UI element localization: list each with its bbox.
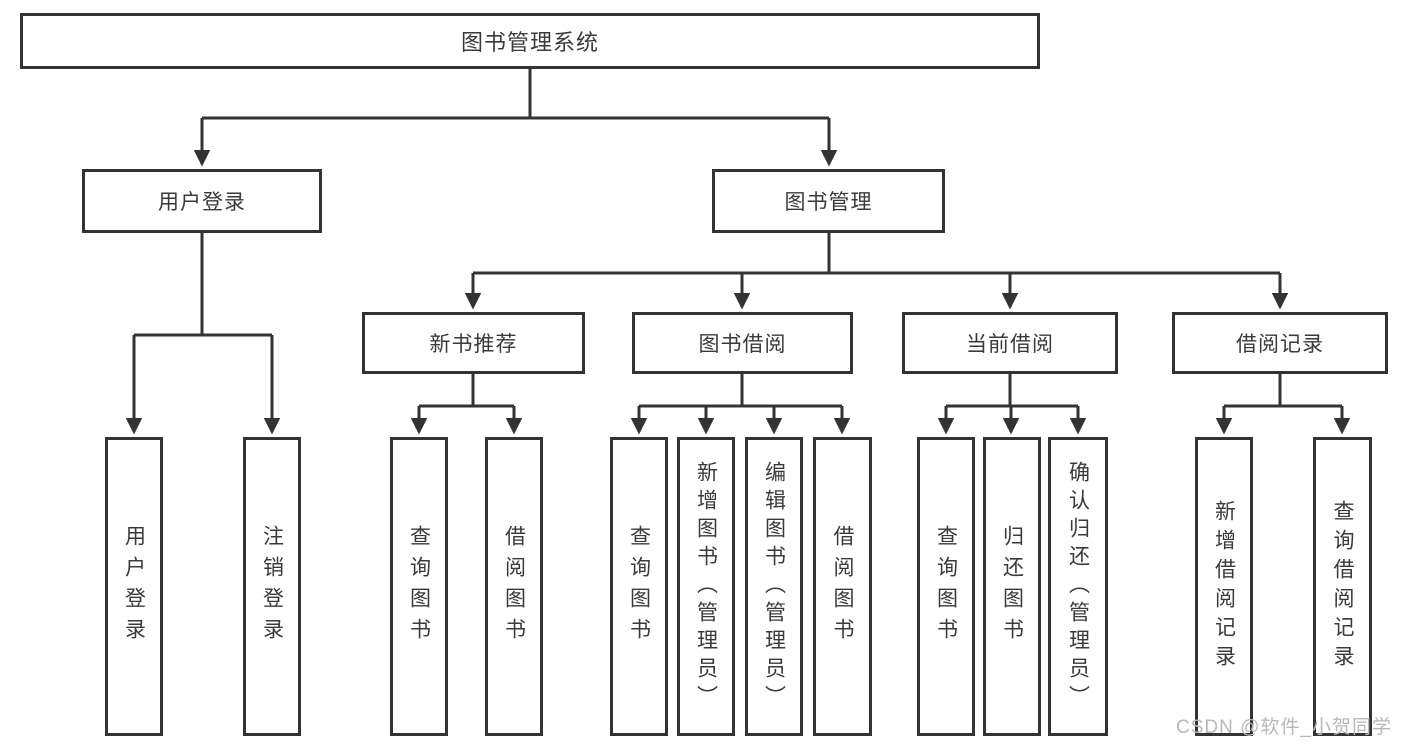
- leaf-current-return-books: 归还图书: [983, 437, 1041, 736]
- leaf-recommend-query-books: 查询图书: [390, 437, 448, 736]
- leaf-user-login: 用户登录: [105, 437, 163, 736]
- leaf-recommend-borrow-books-label: 借阅图书: [502, 524, 526, 649]
- node-new-book-recommend: 新书推荐: [362, 312, 585, 374]
- leaf-borrow-lend-books: 借阅图书: [813, 437, 872, 736]
- leaf-current-confirm-return-admin: 确认归还（管理员）: [1048, 437, 1108, 736]
- node-book-management: 图书管理: [712, 169, 945, 233]
- leaf-logout: 注销登录: [243, 437, 301, 736]
- leaf-current-query-books-label: 查询图书: [934, 524, 958, 649]
- leaf-recommend-borrow-books: 借阅图书: [485, 437, 543, 736]
- leaf-current-return-books-label: 归还图书: [1000, 524, 1024, 649]
- node-new-book-recommend-label: 新书推荐: [429, 333, 518, 356]
- node-book-borrow: 图书借阅: [632, 312, 853, 374]
- leaf-recommend-query-books-label: 查询图书: [407, 524, 431, 649]
- leaf-borrow-lend-books-label: 借阅图书: [831, 524, 854, 649]
- node-user-login-label: 用户登录: [158, 191, 246, 214]
- leaf-user-login-label: 用户登录: [122, 524, 146, 649]
- leaf-records-add-record-label: 新增借阅记录: [1212, 499, 1236, 674]
- leaf-borrow-add-books-admin-label: 新增图书（管理员）: [694, 460, 718, 713]
- csdn-watermark: CSDN @软件_小贺同学: [1176, 717, 1392, 738]
- node-borrow-records: 借阅记录: [1172, 312, 1388, 374]
- node-root: 图书管理系统: [20, 13, 1040, 69]
- node-borrow-records-label: 借阅记录: [1236, 333, 1324, 356]
- node-book-management-label: 图书管理: [784, 191, 873, 214]
- leaf-logout-label: 注销登录: [260, 524, 284, 649]
- leaf-borrow-query-books: 查询图书: [610, 437, 668, 736]
- node-user-login: 用户登录: [82, 169, 322, 233]
- leaf-records-add-record: 新增借阅记录: [1195, 437, 1253, 736]
- node-root-label: 图书管理系统: [460, 30, 599, 55]
- leaf-current-query-books: 查询图书: [917, 437, 975, 736]
- node-book-borrow-label: 图书借阅: [698, 333, 787, 356]
- leaf-records-query-record-label: 查询借阅记录: [1331, 499, 1354, 674]
- leaf-records-query-record: 查询借阅记录: [1313, 437, 1372, 736]
- node-current-borrow: 当前借阅: [902, 312, 1118, 374]
- leaf-borrow-query-books-label: 查询图书: [627, 524, 651, 649]
- leaf-current-confirm-return-admin-label: 确认归还（管理员）: [1066, 460, 1090, 713]
- node-current-borrow-label: 当前借阅: [966, 333, 1054, 356]
- leaf-borrow-add-books-admin: 新增图书（管理员）: [677, 437, 735, 736]
- leaf-borrow-edit-books-admin-label: 编辑图书（管理员）: [762, 460, 786, 713]
- leaf-borrow-edit-books-admin: 编辑图书（管理员）: [745, 437, 803, 736]
